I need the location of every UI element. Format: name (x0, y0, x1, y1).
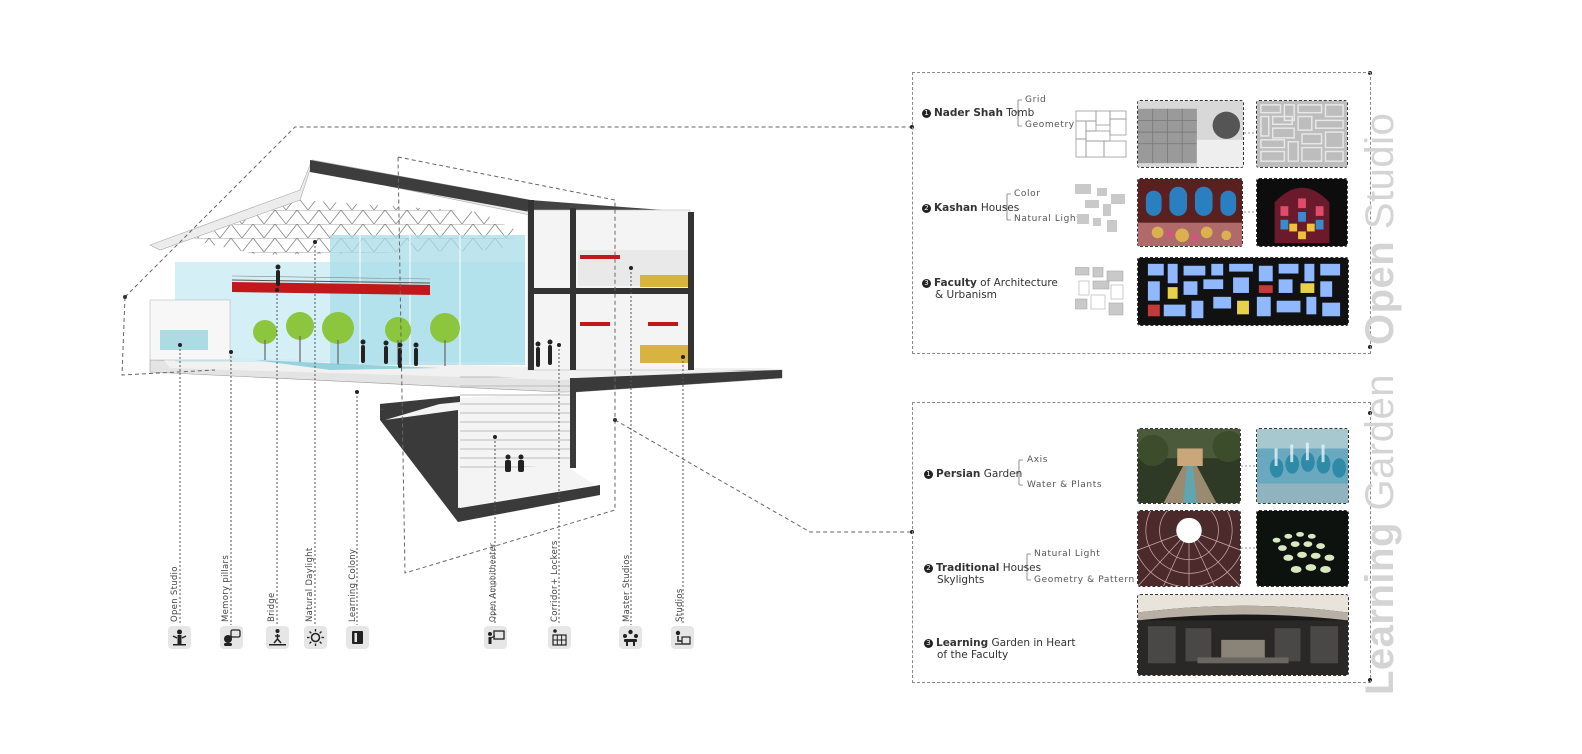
legend-label-studios: Studios (675, 588, 685, 622)
legend-leader-lines (179, 242, 684, 625)
photo-stained-glass-window (1256, 178, 1348, 247)
water-pool (255, 360, 440, 370)
book-icon (346, 626, 369, 649)
branch-grid: Grid (1025, 95, 1047, 105)
presenter-icon (168, 626, 191, 649)
open-studio-title: Open Studio (1358, 112, 1402, 345)
amphitheater (380, 375, 600, 522)
legend-label-bridge: Bridge (267, 592, 277, 622)
open-studio-panel (912, 72, 1371, 354)
photo-nader-shah-tomb (1137, 100, 1244, 168)
branch-geometry: Geometry (1025, 120, 1075, 130)
lecture-board-icon (484, 626, 507, 649)
legend-label-open-studio: Open Studio (170, 566, 180, 622)
branch-geometry-pattern: Geometry & Pattern (1034, 575, 1135, 585)
photo-skylight-pattern (1256, 510, 1349, 587)
photo-skylight-dome (1137, 510, 1241, 587)
bridge (231, 275, 431, 295)
sun-icon (304, 626, 327, 649)
legend-label-memory-pillars: Memory pillars (221, 554, 231, 622)
learning-garden-title: Learning Garden (1358, 374, 1402, 695)
faculty-pattern-thumb (1075, 267, 1124, 316)
photo-learning-garden-courtyard (1137, 594, 1349, 676)
dashed-connectors (121, 126, 912, 574)
people-silhouettes (275, 264, 553, 472)
photo-water-fountains (1256, 428, 1349, 504)
legend-label-corridor-lockers: Corridor+ Lockers (550, 540, 560, 622)
desk-person-icon (671, 626, 694, 649)
photo-faculty-window-grid (1137, 257, 1349, 326)
branch-natural-light: Natural Light (1014, 214, 1081, 224)
branch-natural-light-2: Natural Light (1034, 549, 1101, 559)
trees (253, 312, 460, 366)
entrance-box (149, 299, 231, 361)
walking-bridge-icon (266, 626, 289, 649)
studio-block (527, 200, 694, 371)
branch-axis: Axis (1027, 455, 1049, 465)
legend-label-open-amphitheater: Open Amphitheater (488, 542, 497, 622)
locker-icon (548, 626, 571, 649)
branch-color: Color (1014, 189, 1041, 199)
branch-water-plants: Water & Plants (1027, 480, 1103, 490)
group-meeting-icon (619, 626, 642, 649)
legend-label-natural-daylight: Natural Daylight (305, 547, 315, 622)
legend-label-learning-colony: Learning Colony (348, 548, 358, 622)
color-pattern-thumb (1075, 184, 1125, 232)
grid-pattern-thumb (1075, 110, 1127, 158)
photo-grid-pattern-wall (1256, 100, 1348, 168)
photo-persian-garden-axis (1137, 428, 1241, 504)
photo-kashan-interior (1137, 178, 1243, 247)
speech-head-icon (220, 626, 243, 649)
branch-brackets (1003, 99, 1256, 581)
learning-garden-panel (912, 402, 1371, 683)
legend-label-master-studios: Master Studios (622, 554, 632, 622)
